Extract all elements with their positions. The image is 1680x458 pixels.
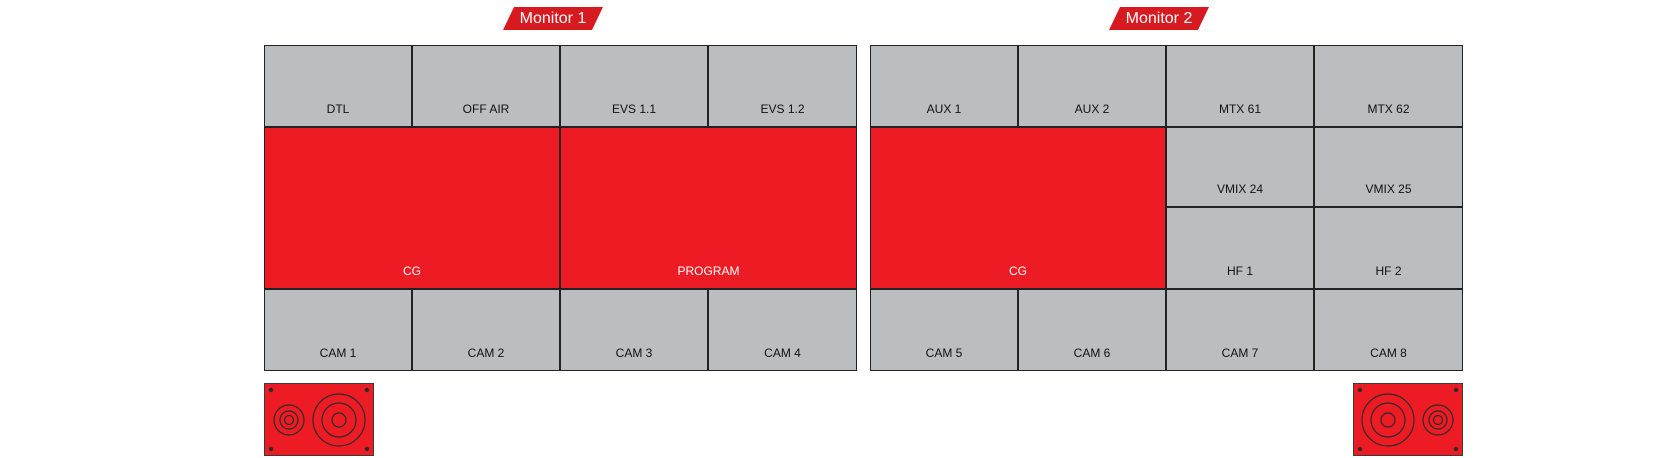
tile-cam-4: CAM 4 xyxy=(709,290,856,370)
tile-cam-1: CAM 1 xyxy=(265,290,411,370)
tile-cam-5: CAM 5 xyxy=(871,290,1017,370)
tile-hf-1: HF 1 xyxy=(1167,208,1313,288)
tile-hf-2: HF 2 xyxy=(1315,208,1462,288)
tile-vmix-24: VMIX 24 xyxy=(1167,128,1313,206)
tile-mtx-62: MTX 62 xyxy=(1315,46,1462,126)
tile-aux-2: AUX 2 xyxy=(1019,46,1165,126)
tile-evs-1-1: EVS 1.1 xyxy=(561,46,707,126)
left-speaker xyxy=(264,383,374,456)
tile-off-air: OFF AIR xyxy=(413,46,559,126)
tile-mtx-61: MTX 61 xyxy=(1167,46,1313,126)
tile-cam-3: CAM 3 xyxy=(561,290,707,370)
tile-cam-8: CAM 8 xyxy=(1315,290,1462,370)
tile-program: PROGRAM xyxy=(561,128,856,288)
tile-evs-1-2: EVS 1.2 xyxy=(709,46,856,126)
speaker-icon xyxy=(265,384,373,455)
tile-dtl: DTL xyxy=(265,46,411,126)
tile-cam-2: CAM 2 xyxy=(413,290,559,370)
monitor-2-title: Monitor 2 xyxy=(1109,7,1209,30)
speaker-icon xyxy=(1354,384,1462,455)
monitor-1-title: Monitor 1 xyxy=(503,7,603,30)
tile-cam-7: CAM 7 xyxy=(1167,290,1313,370)
tile-vmix-25: VMIX 25 xyxy=(1315,128,1462,206)
tile-aux-1: AUX 1 xyxy=(871,46,1017,126)
monitor-2-wall: AUX 1 AUX 2 MTX 61 MTX 62 CG VMIX 24 VMI… xyxy=(870,45,1463,371)
right-speaker xyxy=(1353,383,1463,456)
tile-cg: CG xyxy=(265,128,559,288)
tile-cg: CG xyxy=(871,128,1165,288)
tile-cam-6: CAM 6 xyxy=(1019,290,1165,370)
monitor-1-wall: DTL OFF AIR EVS 1.1 EVS 1.2 CG PROGRAM C… xyxy=(264,45,857,371)
